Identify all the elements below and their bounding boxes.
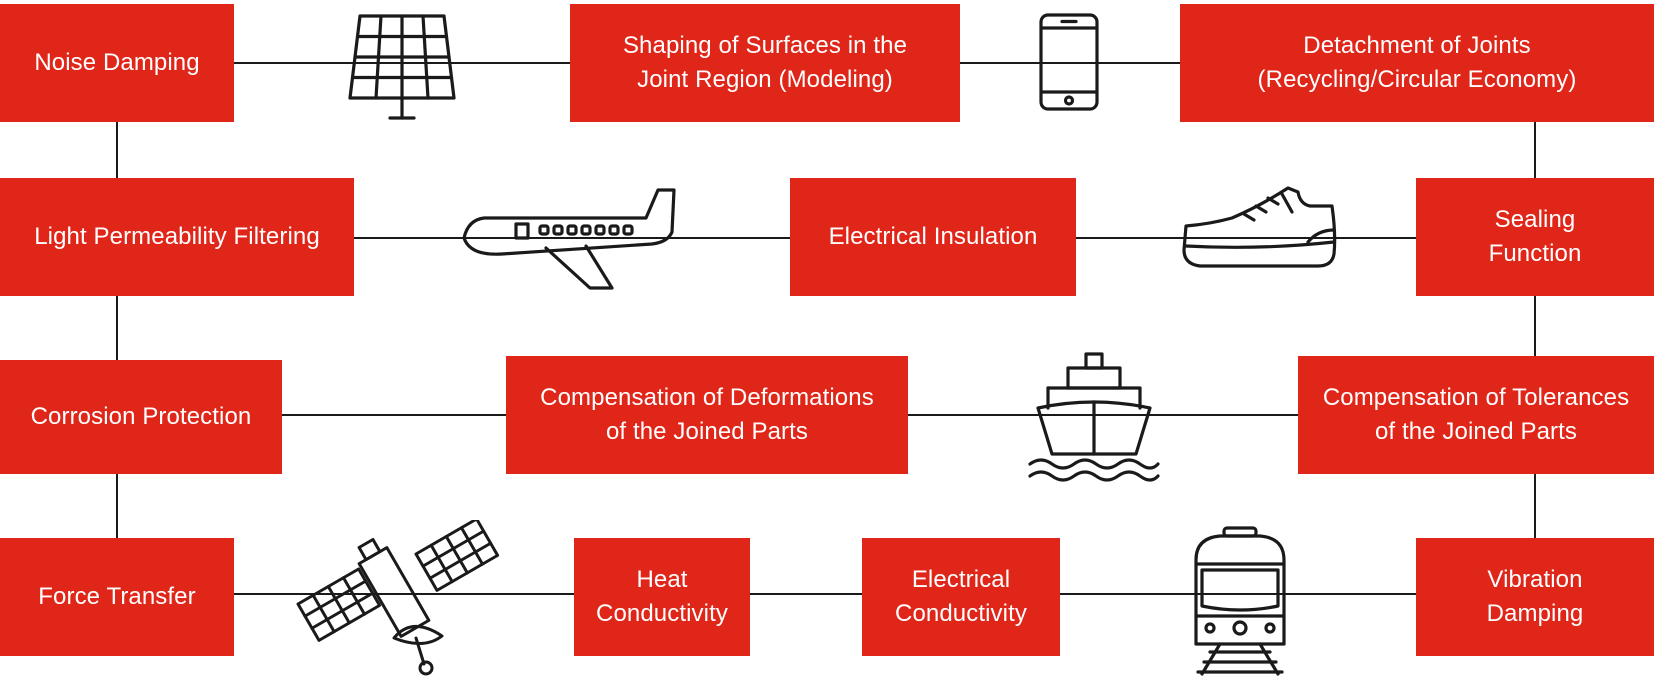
box-label: Compensation of Deformations [540, 384, 874, 411]
smartphone-icon [1038, 12, 1100, 112]
box-label: Function [1488, 240, 1582, 267]
box-shaping-surfaces: Shaping of Surfaces in the Joint Region … [570, 4, 960, 122]
box-heat-conductivity: Heat Conductivity [574, 538, 750, 656]
box-vibration-damping: Vibration Damping [1416, 538, 1654, 656]
box-label: (Recycling/Circular Economy) [1257, 66, 1577, 93]
box-label: Noise Damping [34, 49, 200, 76]
box-label: Joint Region (Modeling) [637, 66, 893, 93]
box-label: Detachment of Joints [1303, 32, 1531, 59]
box-label: Conductivity [895, 600, 1027, 627]
box-detachment-joints: Detachment of Joints (Recycling/Circular… [1180, 4, 1654, 122]
airplane-icon [462, 186, 680, 292]
box-label: Light Permeability Filtering [34, 223, 320, 250]
satellite-icon [294, 520, 506, 677]
box-label: Corrosion Protection [30, 403, 252, 430]
box-label: Electrical [911, 566, 1011, 593]
box-electrical-insulation: Electrical Insulation [790, 178, 1076, 296]
box-compensation-tolerances: Compensation of Tolerances of the Joined… [1298, 356, 1654, 474]
box-label: Damping [1486, 600, 1584, 627]
solar-panel-icon [346, 10, 458, 122]
box-electrical-conductivity: Electrical Conductivity [862, 538, 1060, 656]
box-label: Shaping of Surfaces in the [622, 32, 908, 59]
box-compensation-deformations: Compensation of Deformations of the Join… [506, 356, 908, 474]
box-corrosion-protection: Corrosion Protection [0, 360, 282, 474]
box-light-permeability: Light Permeability Filtering [0, 178, 354, 296]
ship-icon [1026, 350, 1162, 482]
box-label: Vibration [1487, 566, 1583, 593]
box-label: of the Joined Parts [605, 418, 809, 445]
box-label: Conductivity [596, 600, 728, 627]
box-label: Heat [636, 566, 688, 593]
box-label: Force Transfer [38, 583, 196, 610]
box-label: Electrical Insulation [828, 223, 1038, 250]
box-label: Compensation of Tolerances [1322, 384, 1630, 411]
train-icon [1180, 524, 1300, 677]
box-label: of the Joined Parts [1374, 418, 1578, 445]
box-label: Sealing [1494, 206, 1576, 233]
box-force-transfer: Force Transfer [0, 538, 234, 656]
box-sealing-function: Sealing Function [1416, 178, 1654, 296]
box-noise-damping: Noise Damping [0, 4, 234, 122]
sneaker-icon [1180, 184, 1338, 270]
